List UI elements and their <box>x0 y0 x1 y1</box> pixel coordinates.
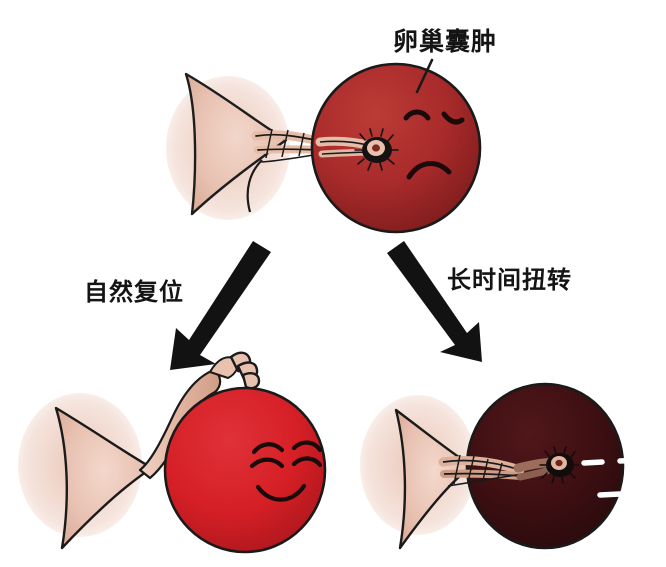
eye-left-closed-icon <box>403 109 431 121</box>
eye-left-dash-icon <box>581 459 605 466</box>
pedicle-attachment-knot <box>354 128 399 171</box>
arrow-left <box>170 241 271 370</box>
cyst-body-torsion <box>310 62 482 234</box>
cyst-body-healthy <box>163 386 327 554</box>
eyebrow-right-icon <box>291 440 323 453</box>
face-lifeless <box>581 457 641 498</box>
uterus-body-left <box>54 406 154 550</box>
label-ovarian-cyst: 卵巢囊肿 <box>393 27 498 56</box>
fimbriae-icon <box>208 351 261 390</box>
top-cyst-group <box>166 58 482 234</box>
arrow-right <box>387 241 482 362</box>
label-prolonged-torsion: 长时间扭转 <box>447 266 572 294</box>
uterus-body <box>184 72 288 216</box>
mouth-dash-icon <box>597 491 623 498</box>
bottom-left-cyst-group <box>18 351 327 554</box>
mouth-frown-icon <box>406 161 452 180</box>
bottom-right-cyst-group <box>360 382 641 550</box>
pedicle-attachment-knot-right <box>539 446 580 484</box>
label-spontaneous-reduction: 自然复位 <box>84 278 184 306</box>
mouth-smile-icon <box>255 483 307 502</box>
cyst-leader-line <box>415 58 434 94</box>
eye-right-dash-icon <box>617 457 641 464</box>
eyebrow-left-icon <box>251 442 285 455</box>
uterus-body-right <box>394 408 474 550</box>
face-happy <box>249 440 323 502</box>
eye-right-closed-icon <box>441 111 465 125</box>
eye-left-smiling-icon <box>249 457 285 469</box>
face-sad <box>403 109 465 180</box>
eye-right-smiling-icon <box>291 456 323 468</box>
